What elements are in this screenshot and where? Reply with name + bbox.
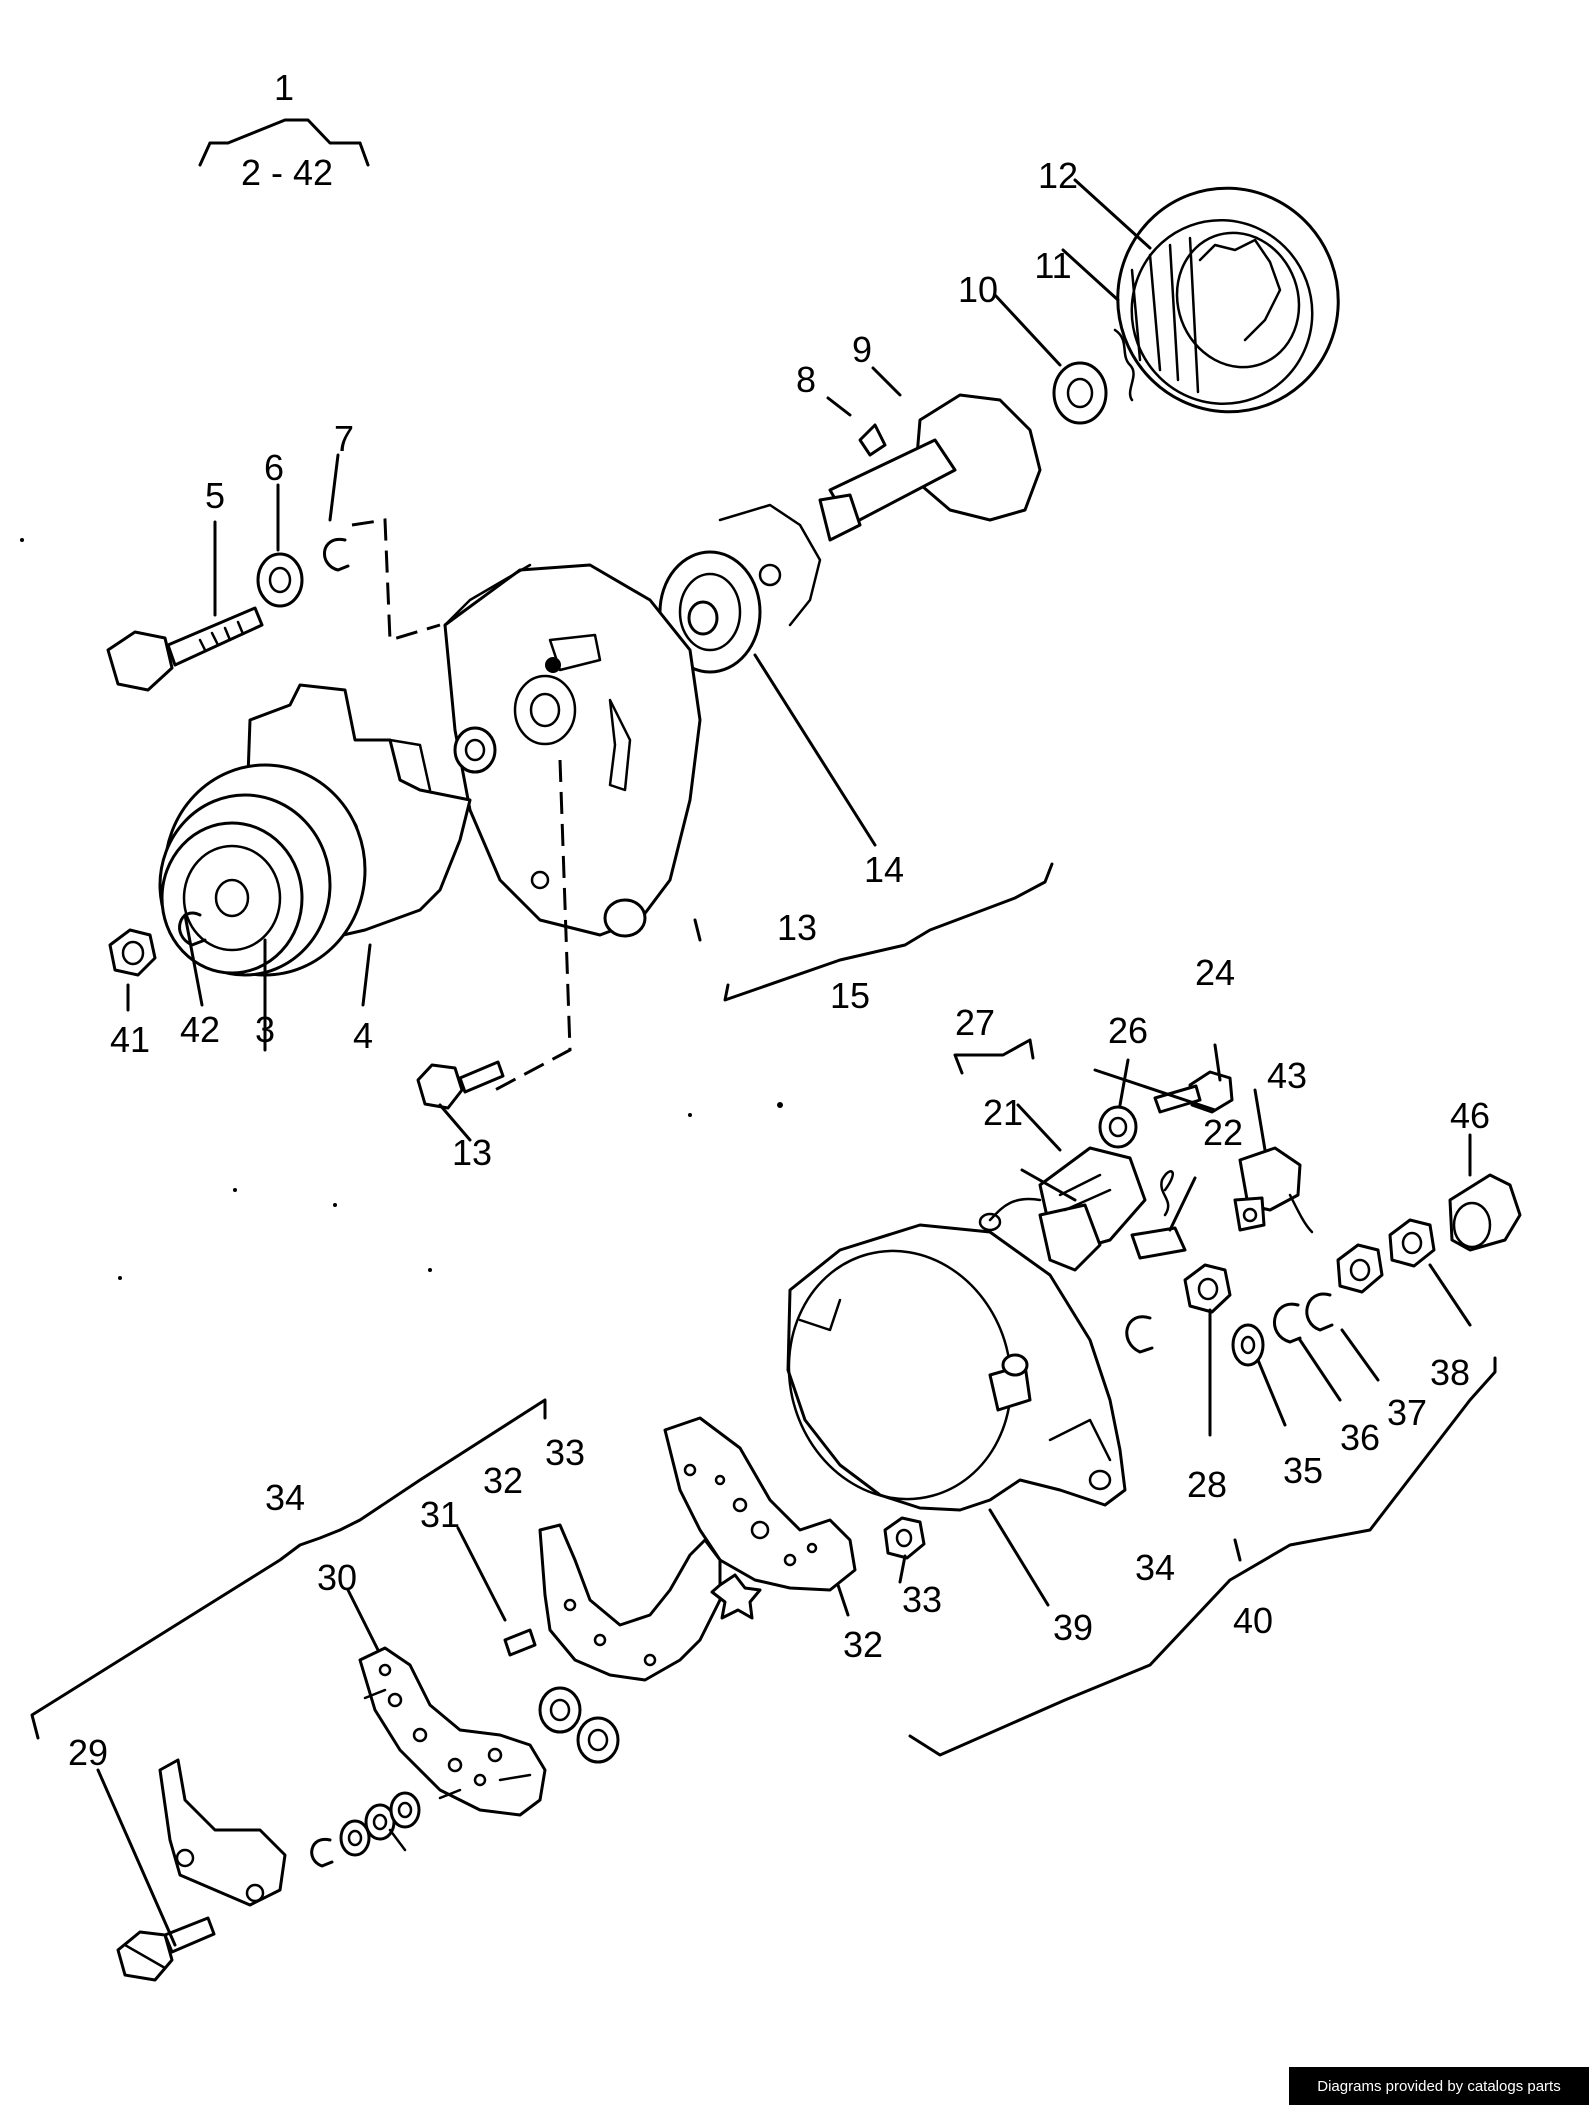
callout-39: 39 xyxy=(1053,1607,1093,1648)
rotor-assembly xyxy=(818,328,1135,542)
assembly-number: 1 xyxy=(274,67,294,108)
callout-28: 28 xyxy=(1187,1464,1227,1505)
callout-32-left: 32 xyxy=(483,1460,523,1501)
callout-37: 37 xyxy=(1387,1392,1427,1433)
callout-13-upper: 13 xyxy=(777,907,817,948)
callout-33-left: 33 xyxy=(545,1432,585,1473)
callout-21: 21 xyxy=(983,1092,1023,1133)
callout-3: 3 xyxy=(255,1009,275,1050)
callout-42: 42 xyxy=(180,1009,220,1050)
callout-35: 35 xyxy=(1283,1450,1323,1491)
callout-6: 6 xyxy=(264,447,284,488)
callout-15: 15 xyxy=(830,975,870,1016)
callout-43: 43 xyxy=(1267,1055,1307,1096)
callout-41: 41 xyxy=(110,1019,150,1060)
callout-29: 29 xyxy=(68,1732,108,1773)
lower-bolt xyxy=(416,1060,505,1110)
callout-14: 14 xyxy=(864,849,904,890)
diode-plate xyxy=(358,1646,620,1817)
small-washers xyxy=(310,1791,421,1868)
callout-24: 24 xyxy=(1195,952,1235,993)
callout-32-right: 32 xyxy=(843,1624,883,1665)
callout-9: 9 xyxy=(852,329,872,370)
assembly-range: 2 - 42 xyxy=(241,152,333,193)
callout-34-right: 34 xyxy=(1135,1547,1175,1588)
print-specks xyxy=(20,538,783,1280)
callout-22: 22 xyxy=(1203,1112,1243,1153)
rectifier-plate-middle xyxy=(503,1523,762,1682)
slip-ring-end-housing xyxy=(786,1223,1154,1512)
callout-36: 36 xyxy=(1340,1417,1380,1458)
assembly-bracket: 1 2 - 42 xyxy=(198,67,370,193)
pulley-assembly xyxy=(108,763,367,977)
callout-27: 27 xyxy=(955,1002,995,1043)
callout-8: 8 xyxy=(796,359,816,400)
callout-46: 46 xyxy=(1450,1095,1490,1136)
callout-40: 40 xyxy=(1233,1600,1273,1641)
callout-12: 12 xyxy=(1038,155,1078,196)
callout-7: 7 xyxy=(334,418,354,459)
brush-holder-assembly xyxy=(978,1070,1314,1272)
callout-38: 38 xyxy=(1430,1352,1470,1393)
callout-4: 4 xyxy=(353,1015,373,1056)
leader-lines xyxy=(96,178,1472,1947)
callout-13-lower: 13 xyxy=(452,1132,492,1173)
callout-5: 5 xyxy=(205,475,225,516)
group-brackets xyxy=(30,862,1497,1757)
callout-labels: 12 11 10 9 8 7 6 5 14 13 15 41 42 3 4 13… xyxy=(68,155,1490,1773)
callout-10: 10 xyxy=(958,269,998,310)
bracket-and-screw xyxy=(116,1758,287,1982)
callout-30: 30 xyxy=(317,1557,357,1598)
callout-31: 31 xyxy=(420,1494,460,1535)
callout-11: 11 xyxy=(1034,245,1071,286)
bolt-washer-set xyxy=(106,518,441,692)
callout-34-left: 34 xyxy=(265,1477,305,1518)
stator-part xyxy=(1116,186,1340,414)
rectifier-plate-right xyxy=(663,1416,926,1592)
callout-33-right: 33 xyxy=(902,1579,942,1620)
callout-26: 26 xyxy=(1108,1010,1148,1051)
drive-end-housing xyxy=(443,563,702,1092)
diagram-credit: Diagrams provided by catalogs parts xyxy=(1289,2067,1589,2105)
terminal-hardware xyxy=(1183,1173,1522,1367)
